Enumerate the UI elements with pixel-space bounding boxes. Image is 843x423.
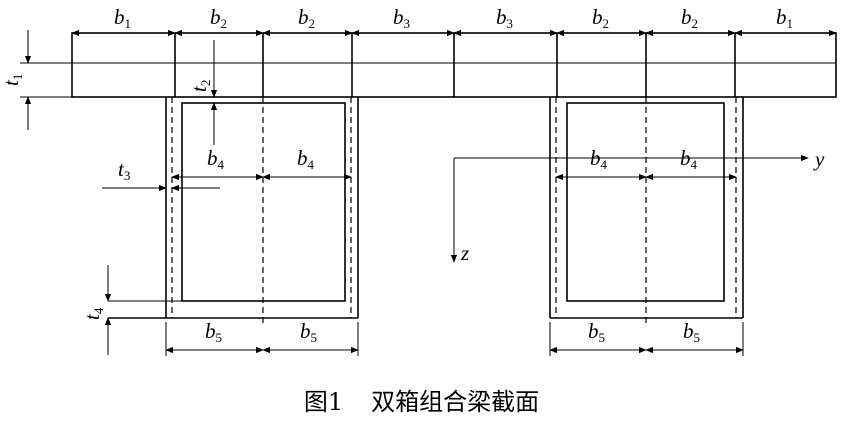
label-b5-4: b5 <box>683 319 700 345</box>
label-b5-2: b5 <box>300 319 317 345</box>
label-t2: t2 <box>187 80 213 92</box>
b5-dimensions: b5 b5 b5 b5 <box>165 319 744 356</box>
label-t1: t1 <box>0 74 25 86</box>
right-box-girder <box>549 97 744 326</box>
t2-dimension: t2 <box>187 40 218 145</box>
label-b4-2: b4 <box>297 146 315 172</box>
label-b4-3: b4 <box>590 146 608 172</box>
label-b1-right: b1 <box>776 5 793 31</box>
figure-title: 双箱组合梁截面 <box>371 388 540 416</box>
cross-section-diagram: b1 b2 b2 b3 b3 b2 b2 b1 t1 <box>0 5 837 356</box>
t4-dimension: t4 <box>80 265 112 355</box>
axis-label-z: z <box>460 241 469 265</box>
label-b5-3: b5 <box>588 319 605 345</box>
label-b5-1: b5 <box>205 319 222 345</box>
figure-caption: 图1 双箱组合梁截面 <box>0 382 843 417</box>
label-b3-1: b3 <box>393 5 410 31</box>
axis-label-y: y <box>813 147 825 171</box>
label-t4: t4 <box>80 307 106 320</box>
coordinate-axes: y z <box>450 147 825 265</box>
t1-dimension: t1 <box>0 30 72 130</box>
top-dimension-labels: b1 b2 b2 b3 b3 b2 b2 b1 <box>114 5 793 31</box>
label-b2-4: b2 <box>681 5 698 31</box>
t3-dimension: t3 <box>102 157 220 192</box>
label-b4-4: b4 <box>680 146 698 172</box>
label-b2-2: b2 <box>298 5 315 31</box>
label-b4-1: b4 <box>207 146 225 172</box>
label-t3: t3 <box>118 157 130 183</box>
left-box-girder <box>108 97 359 326</box>
label-b2-3: b2 <box>592 5 609 31</box>
label-b1-left: b1 <box>114 5 131 31</box>
figure-number: 图1 <box>303 388 344 416</box>
label-b2-1: b2 <box>210 5 227 31</box>
label-b3-2: b3 <box>496 5 513 31</box>
